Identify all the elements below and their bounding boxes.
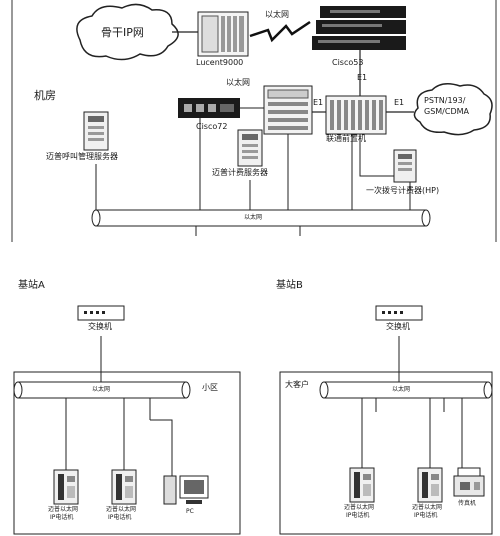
station-a-pc bbox=[163, 475, 209, 505]
station-b-fax bbox=[453, 467, 485, 497]
station-b-bus bbox=[319, 381, 493, 399]
jifang-label: 机房 bbox=[34, 89, 56, 102]
pstn-label-line1: PSTN/193/ bbox=[424, 96, 466, 105]
station-b-phone2 bbox=[417, 467, 443, 503]
station-a-bus bbox=[13, 381, 191, 399]
station-b-phone1-label2: IP电话机 bbox=[346, 512, 370, 519]
cisco72-device bbox=[178, 98, 240, 118]
ethernet-mid-label: 以太网 bbox=[226, 78, 250, 87]
unicom-device-label: 联通前置机 bbox=[326, 134, 366, 143]
station-a-title: 基站A bbox=[18, 280, 45, 291]
station-a-switch bbox=[77, 305, 125, 321]
station-a-phone2 bbox=[111, 469, 137, 505]
station-b-phone2-label1: 迈普以太网 bbox=[412, 504, 443, 511]
station-a-phone1 bbox=[53, 469, 79, 505]
unicom-frontend-device bbox=[325, 95, 387, 135]
one-dial-billing-server bbox=[393, 149, 417, 183]
ethernet-wan-label: 以太网 bbox=[265, 10, 289, 19]
lucent9000-device bbox=[197, 11, 249, 57]
call-mgmt-server bbox=[83, 111, 109, 151]
station-b-frame bbox=[279, 371, 493, 535]
station-a-switch-label: 交换机 bbox=[88, 322, 112, 331]
station-a-phone1-label1: 迈普以太网 bbox=[48, 506, 79, 513]
station-b-title: 基站B bbox=[276, 280, 303, 291]
central-rack bbox=[263, 85, 313, 135]
billing-server bbox=[237, 129, 263, 167]
station-b-bus-label: 以太网 bbox=[392, 386, 411, 393]
cisco72-label: Cisco72 bbox=[196, 122, 228, 131]
top-bus-label: 以太网 bbox=[244, 214, 263, 221]
station-a-phone2-label1: 迈普以太网 bbox=[106, 506, 137, 513]
cisco53-label: Cisco53 bbox=[332, 58, 364, 67]
station-a-frame bbox=[13, 371, 241, 535]
one-dial-billing-label: 一次拨号计费器(HP) bbox=[366, 186, 440, 195]
call-mgmt-server-label: 迈普呼叫管理服务器 bbox=[46, 152, 118, 161]
station-b-phone1 bbox=[349, 467, 375, 503]
backbone-cloud-label: 骨干IP网 bbox=[101, 26, 144, 39]
wan-lightning-link bbox=[249, 20, 311, 43]
station-b-phone2-label2: IP电话机 bbox=[414, 512, 438, 519]
station-a-bus-label: 以太网 bbox=[92, 386, 111, 393]
station-a-phone2-label2: IP电话机 bbox=[108, 514, 132, 521]
station-b-phone1-label1: 迈普以太网 bbox=[344, 504, 375, 511]
e1-top-label: E1 bbox=[357, 73, 368, 82]
station-b-switch-label: 交换机 bbox=[386, 322, 410, 331]
station-a-phone1-label2: IP电话机 bbox=[50, 514, 74, 521]
pstn-cloud bbox=[413, 83, 493, 136]
cisco53-device bbox=[312, 6, 406, 50]
top-ethernet-bus bbox=[91, 209, 431, 227]
e1-right-label: E1 bbox=[394, 98, 405, 107]
station-a-pc-link bbox=[150, 419, 173, 478]
link-onedial-unicom bbox=[359, 134, 394, 177]
station-b-area-label: 大客户 bbox=[285, 380, 309, 389]
station-a-area-label: 小区 bbox=[202, 383, 218, 392]
backbone-cloud bbox=[76, 3, 179, 61]
e1-left-label: E1 bbox=[313, 98, 324, 107]
station-b-switch bbox=[375, 305, 423, 321]
lucent-label: Lucent9000 bbox=[196, 58, 244, 67]
pstn-label-line2: GSM/CDMA bbox=[424, 107, 469, 116]
station-a-pc-label: PC bbox=[186, 508, 194, 515]
billing-server-label: 迈普计费服务器 bbox=[212, 168, 268, 177]
station-b-fax-label: 传真机 bbox=[458, 500, 477, 507]
